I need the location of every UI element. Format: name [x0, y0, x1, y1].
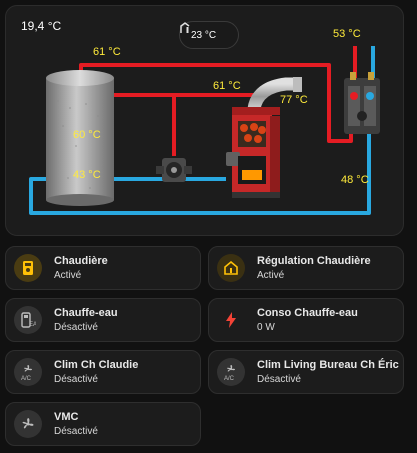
temp-tank-low: 43 °C: [73, 169, 101, 181]
card-name: VMC: [54, 411, 79, 424]
card-chaudiere[interactable]: Chaudière Activé: [5, 246, 201, 290]
temp-hot-outlet: 53 °C: [333, 28, 361, 40]
hot-pipe-top: [79, 63, 353, 143]
air-conditioner-icon: A/C: [14, 358, 42, 386]
heating-diagram-panel: 19,4 °C 23 °C 61 °C 61 °C 77 °C 53 °C 60…: [5, 5, 404, 236]
temp-tank-top-pipe: 61 °C: [93, 46, 121, 58]
buffer-tank: [46, 70, 114, 206]
card-state: Activé: [257, 269, 285, 281]
card-chauffe-eau[interactable]: EA Chauffe-eau Désactivé: [5, 298, 201, 342]
card-clim-living-bureau[interactable]: A/C Clim Living Bureau Ch Éric Désactivé: [208, 350, 404, 394]
wood-boiler: [226, 77, 302, 198]
hydraulic-group: [344, 72, 380, 134]
card-clim-ch-claudie[interactable]: A/C Clim Ch Claudie Désactivé: [5, 350, 201, 394]
exterior-temperature-badge[interactable]: 23 °C: [179, 21, 239, 49]
circulator-pump: [156, 158, 192, 182]
svg-text:A/C: A/C: [21, 376, 32, 381]
temp-return: 48 °C: [341, 174, 369, 186]
temp-boiler-pipe: 61 °C: [213, 80, 241, 92]
boiler-icon: [14, 254, 42, 282]
card-vmc[interactable]: VMC Désactivé: [5, 402, 201, 446]
flash-icon: [217, 306, 245, 334]
card-state: Activé: [54, 269, 82, 281]
card-state: Désactivé: [54, 321, 98, 333]
svg-text:EA: EA: [29, 322, 36, 328]
card-state: Désactivé: [54, 373, 98, 385]
heating-diagram: [29, 46, 380, 215]
card-regulation-chaudiere[interactable]: Régulation Chaudière Activé: [208, 246, 404, 290]
card-state: 0 W: [257, 321, 275, 333]
temp-smoke: 77 °C: [280, 94, 308, 106]
card-conso-chauffe-eau[interactable]: Conso Chauffe-eau 0 W: [208, 298, 404, 342]
home-thermometer-icon: [180, 22, 190, 33]
ambient-temperature: 19,4 °C: [21, 19, 62, 33]
card-state: Désactivé: [257, 373, 301, 385]
hot-pipe-boiler: [114, 93, 257, 109]
water-heater-icon: EA: [14, 306, 42, 334]
card-name: Conso Chauffe-eau: [257, 307, 358, 320]
card-name: Chauffe-eau: [54, 307, 118, 320]
cold-return-pipe: [29, 131, 371, 215]
exterior-temperature-value: 23 °C: [191, 29, 217, 41]
fan-icon: [14, 410, 42, 438]
temp-tank-mid: 60 °C: [73, 129, 101, 141]
card-name: Régulation Chaudière: [257, 255, 371, 268]
svg-text:A/C: A/C: [224, 376, 235, 381]
card-name: Chaudière: [54, 255, 108, 268]
air-conditioner-icon: A/C: [217, 358, 245, 386]
card-state: Désactivé: [54, 425, 98, 437]
card-name: Clim Living Bureau Ch Éric: [257, 359, 399, 372]
card-name: Clim Ch Claudie: [54, 359, 139, 372]
home-thermostat-icon: [217, 254, 245, 282]
